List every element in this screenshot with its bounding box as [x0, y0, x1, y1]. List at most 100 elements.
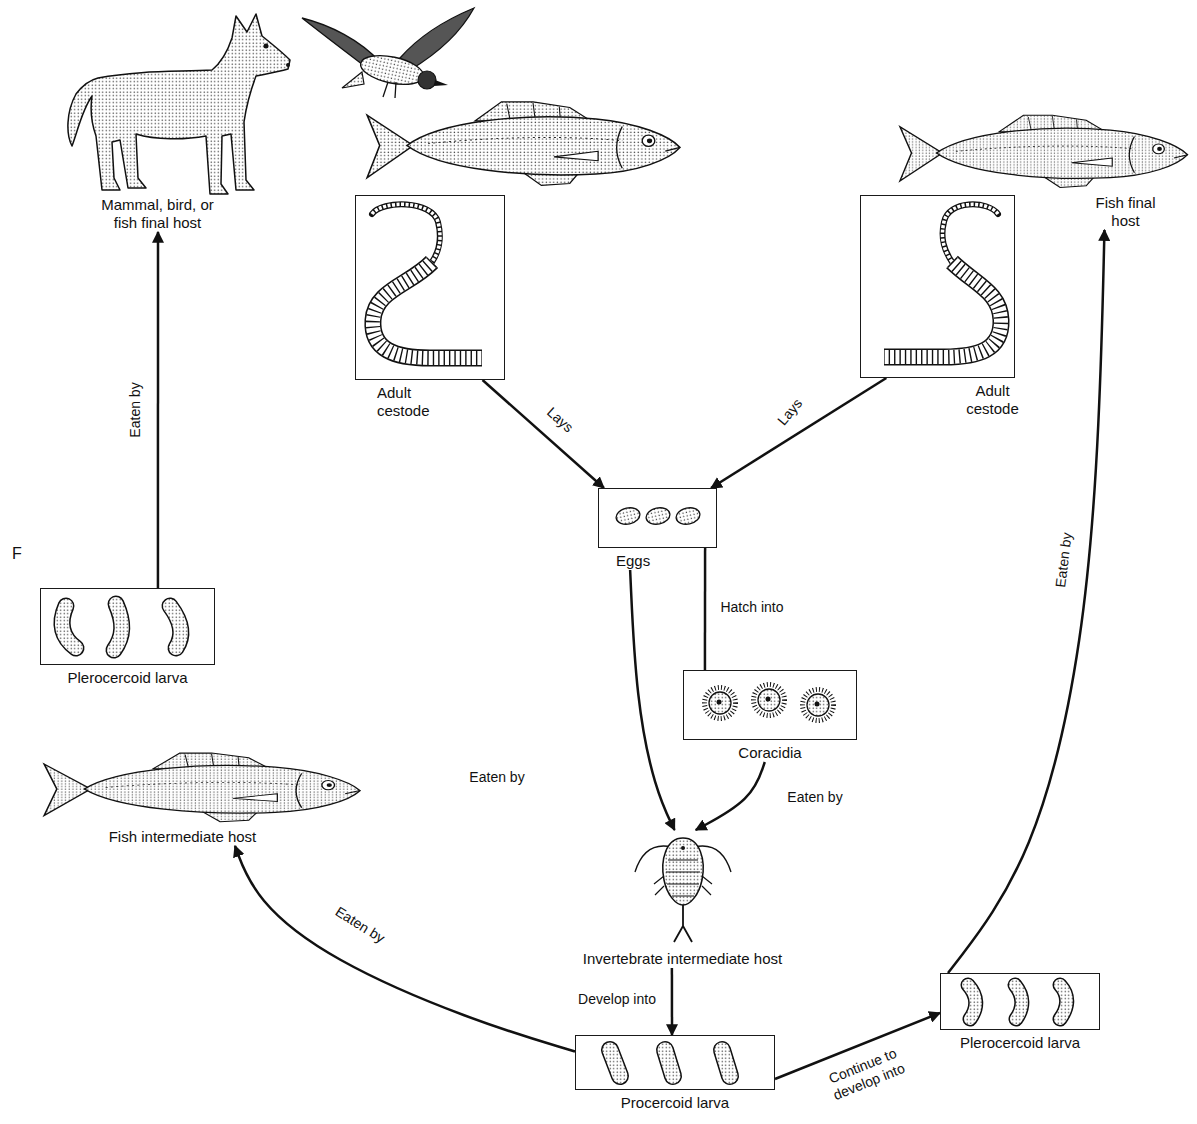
- coracidium-illustration-part: [709, 692, 731, 714]
- adult-cestode-illustration-part: [942, 204, 998, 262]
- picture-frame: [40, 588, 215, 665]
- adult-cestode-illustration: [372, 204, 482, 358]
- edge-label: Eaten by: [466, 769, 527, 786]
- intermediate-host: Fish intermediate host: [40, 752, 365, 846]
- edge-label: Eaten by: [1052, 529, 1076, 592]
- bird-illustration-part: [400, 8, 474, 70]
- bird-illustration-part: [383, 82, 396, 98]
- egg-illustration-part: [675, 506, 702, 527]
- edge-label: Eaten by: [784, 789, 845, 806]
- stage-box: Adult cestode: [860, 195, 1015, 418]
- bird-illustration: [302, 8, 474, 98]
- lifecycle-arrow: [696, 762, 765, 830]
- figure-letter: F: [12, 545, 22, 563]
- coracidium-illustration-part: [766, 697, 771, 702]
- adult-cestode-illustration-part: [372, 204, 440, 262]
- wolf-illustration-part: [286, 63, 290, 67]
- stage-box: Procercoid larva: [575, 1035, 775, 1112]
- plerocercoid-illustration-part: [62, 604, 181, 650]
- copepod-illustration-part: [674, 905, 692, 942]
- picture-frame: [598, 488, 717, 548]
- host-picture-area: [550, 830, 815, 946]
- plerocercoid-illustration: [62, 604, 181, 650]
- node-caption: Plerocercoid larva: [940, 1034, 1100, 1052]
- edge-label: Lays: [772, 393, 808, 431]
- copepod-illustration-part: [654, 876, 712, 895]
- lifecycle-arrow: [704, 548, 707, 670]
- picture-frame: [940, 973, 1100, 1030]
- picture-frame: [355, 195, 505, 380]
- node-caption: Adult cestode: [377, 384, 457, 420]
- bird-illustration-part: [434, 80, 448, 86]
- adult-cestode-illustration-part: [372, 204, 440, 262]
- adult-cestode-illustration-part: [373, 262, 482, 358]
- node-caption: Plerocercoid larva: [40, 669, 215, 687]
- lifecycle-arrow: [711, 378, 886, 488]
- plerocercoid-illustration: [968, 985, 1067, 1019]
- coracidium-illustration-part: [717, 700, 722, 705]
- fish-illustration: [44, 753, 360, 822]
- copepod-illustration-part: [666, 860, 700, 896]
- coracidium-illustration-part: [705, 688, 736, 719]
- edge-label: Eaten by: [127, 379, 144, 440]
- stage-box: Adult cestode: [355, 195, 505, 420]
- wolf-illustration-part: [68, 14, 290, 194]
- adult-cestode-illustration-part: [884, 262, 1001, 357]
- node-caption: Mammal, bird, or fish final host: [95, 196, 220, 232]
- intermediate-host: Invertebrate intermediate host: [550, 830, 815, 968]
- picture-frame: [683, 670, 857, 740]
- picture-frame: [860, 195, 1015, 378]
- adult-cestode-illustration-part: [373, 262, 482, 358]
- procercoid-illustration: [610, 1050, 730, 1076]
- node-caption: Eggs: [616, 552, 676, 570]
- stage-box: Eggs: [598, 488, 717, 570]
- egg-illustration-part: [615, 506, 642, 527]
- node-caption: Fish intermediate host: [40, 828, 325, 846]
- fish-illustration: [367, 102, 680, 186]
- adult-cestode-illustration-part: [884, 262, 1001, 357]
- adult-cestode-illustration: [884, 204, 1001, 357]
- procercoid-illustration-part: [610, 1050, 730, 1076]
- connector-group: [158, 230, 1104, 1079]
- coracidium-illustration-part: [807, 694, 829, 716]
- stage-box: Plerocercoid larva: [40, 588, 215, 687]
- plerocercoid-illustration-part: [968, 985, 1067, 1019]
- egg-illustration: [615, 506, 702, 527]
- node-caption: Coracidia: [725, 744, 815, 762]
- wolf-illustration: [68, 14, 290, 194]
- coracidium-illustration-part: [815, 702, 820, 707]
- copepod-illustration-part: [681, 846, 685, 850]
- bird-illustration-part: [418, 71, 436, 89]
- node-caption: Invertebrate intermediate host: [550, 950, 815, 968]
- lifecycle-arrow: [671, 968, 674, 1035]
- edge-label: Develop into: [575, 991, 659, 1008]
- lifecycle-arrow: [948, 230, 1104, 973]
- edge-label: Eaten by: [330, 902, 391, 949]
- coracidium-illustration-part: [803, 690, 834, 721]
- edge-label: Hatch into: [717, 599, 786, 616]
- host-picture-area: [45, 20, 295, 192]
- edge-label: Continue to develop into: [804, 1036, 929, 1113]
- wolf-illustration-part: [264, 44, 269, 49]
- fish-illustration: [900, 115, 1188, 187]
- plerocercoid-illustration-part: [968, 985, 1067, 1019]
- node-caption: Fish final host: [1083, 194, 1168, 230]
- lifecycle-arrow: [483, 380, 604, 488]
- copepod-illustration-part: [663, 838, 703, 905]
- stage-box: Coracidia: [683, 670, 857, 762]
- lifecycle-arrow: [157, 232, 160, 588]
- final-host: Fish final host: [895, 112, 1190, 230]
- host-picture-area: [40, 752, 365, 824]
- plerocercoid-illustration-part: [62, 604, 181, 650]
- copepod-illustration: [635, 838, 731, 942]
- coracidium-illustration-part: [754, 685, 785, 716]
- host-picture-area: [895, 112, 1190, 190]
- stage-box: Plerocercoid larva: [940, 973, 1100, 1052]
- final-host-group: Mammal, bird, or fish final host: [45, 20, 295, 232]
- edge-label: Lays: [541, 402, 579, 438]
- coracidium-illustration-part: [758, 689, 780, 711]
- procercoid-illustration-part: [610, 1050, 730, 1076]
- picture-frame: [575, 1035, 775, 1090]
- coracidium-illustration: [705, 685, 834, 721]
